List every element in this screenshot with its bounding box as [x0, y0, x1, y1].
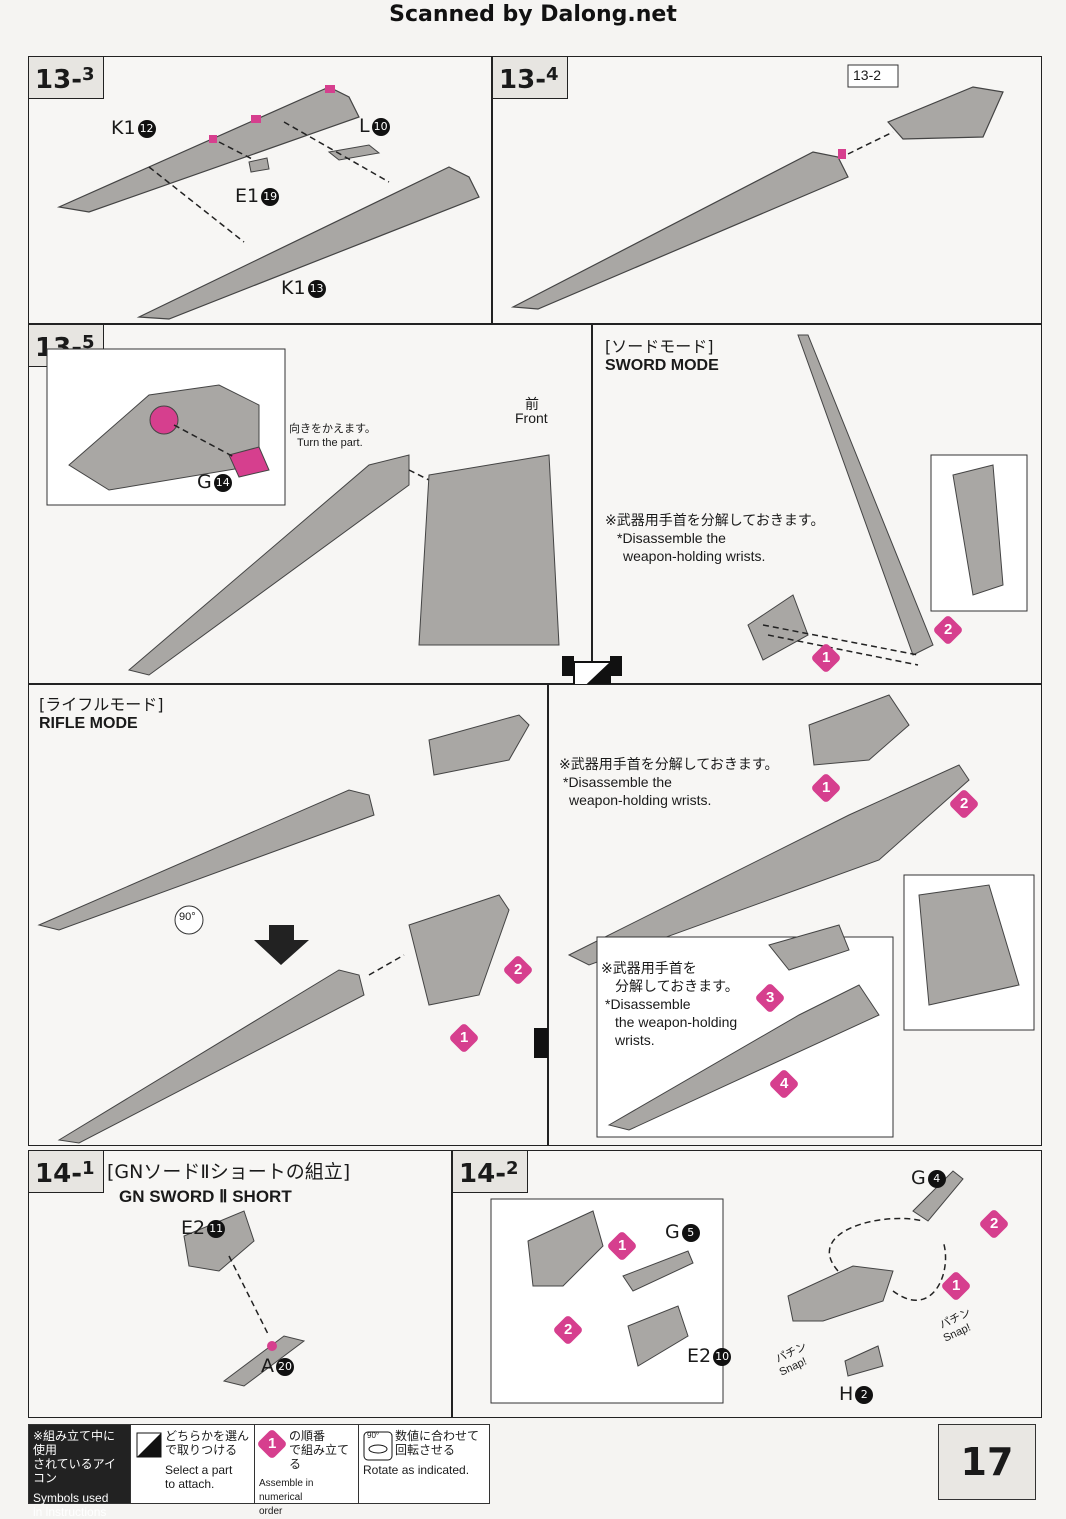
assembly-drawing: [37, 714, 530, 1144]
rifle-note2-jp-1: ※武器用手首を: [601, 960, 697, 976]
sword-mode-title-en: SWORD MODE: [605, 357, 719, 374]
turn-part-note-jp: 向きをかえます。: [289, 423, 376, 435]
rifle-note2-en-3: wrists.: [615, 1032, 655, 1048]
reference-step-label: 13-2: [853, 67, 882, 83]
panel-sword-mode: [ソードモード] SWORD MODE ※武器用手首を分解しておきます。 *Di…: [592, 324, 1042, 684]
symbols-legend: ※組み立て中に使用 されているアイコン Symbols used in inst…: [28, 1424, 490, 1519]
rifle-note-en-2: weapon-holding wrists.: [569, 792, 712, 808]
gn-sword-title-en: GN SWORD Ⅱ SHORT: [119, 1187, 292, 1206]
page-number: 17: [938, 1424, 1036, 1500]
legend-select: どちらかを選ん で取りつける Select a part to attach.: [131, 1425, 255, 1503]
rifle-mode-title-jp: [ライフルモード]: [39, 695, 164, 714]
rifle-note-en-1: *Disassemble the: [563, 774, 672, 790]
assembly-drawing: [46, 348, 560, 676]
rotate-value: 90°: [367, 1431, 380, 1440]
step-number: 14-1: [29, 1151, 104, 1193]
scan-credit: Scanned by Dalong.net: [389, 2, 677, 27]
rifle-note2-en-1: *Disassemble: [605, 996, 691, 1012]
panel-rifle-mode-wrists: ※武器用手首を分解しておきます。 *Disassemble the weapon…: [548, 684, 1042, 1146]
front-label-en: Front: [515, 410, 548, 426]
sword-note-jp: ※武器用手首を分解しておきます。: [605, 512, 825, 528]
select-part-icon: [136, 1432, 162, 1458]
panel-rifle-mode: [ライフルモード] RIFLE MODE 90° 1 2: [28, 684, 548, 1146]
legend-intro: ※組み立て中に使用 されているアイコン Symbols used in inst…: [29, 1425, 131, 1519]
assembly-drawing: [567, 694, 1035, 1138]
step-number: 13-3: [29, 57, 104, 99]
sword-mode-title-jp: [ソードモード]: [605, 337, 714, 356]
order-icon: 1: [256, 1428, 288, 1460]
turn-part-note-en: Turn the part.: [297, 437, 363, 449]
sword-note-en-1: *Disassemble the: [617, 530, 726, 546]
rifle-mode-title-en: RIFLE MODE: [39, 715, 138, 732]
step-number: 14-2: [453, 1151, 528, 1193]
rifle-note-jp: ※武器用手首を分解しておきます。: [559, 756, 779, 772]
step-number: 13-4: [493, 57, 568, 99]
rotate-90-label: 90°: [179, 911, 196, 923]
legend-rotate: 90° 数値に合わせて 回転させる Rotate as indicated.: [363, 1429, 480, 1477]
sword-note-en-2: weapon-holding wrists.: [623, 548, 766, 564]
panel-step-14-1: 14-1 [GNソードⅡショートの組立] GN SWORD Ⅱ SHORT E2…: [28, 1150, 452, 1418]
assembly-drawing: [510, 64, 1004, 310]
front-label-jp: 前: [525, 396, 539, 412]
rifle-note2-jp-2: 分解しておきます。: [615, 978, 739, 994]
gn-sword-title-jp: [GNソードⅡショートの組立]: [107, 1161, 351, 1183]
assembly-drawing: [56, 85, 480, 320]
rotate-icon: [363, 1431, 393, 1461]
assembly-drawing: [747, 334, 1028, 666]
panel-step-13-4: 13-4 13-2: [492, 56, 1042, 324]
legend-order: 1 の順番 で組み立てる Assemble in numerical order: [255, 1425, 359, 1517]
assembly-drawing: [183, 1210, 306, 1387]
rifle-note2-en-2: the weapon-holding: [615, 1014, 738, 1030]
